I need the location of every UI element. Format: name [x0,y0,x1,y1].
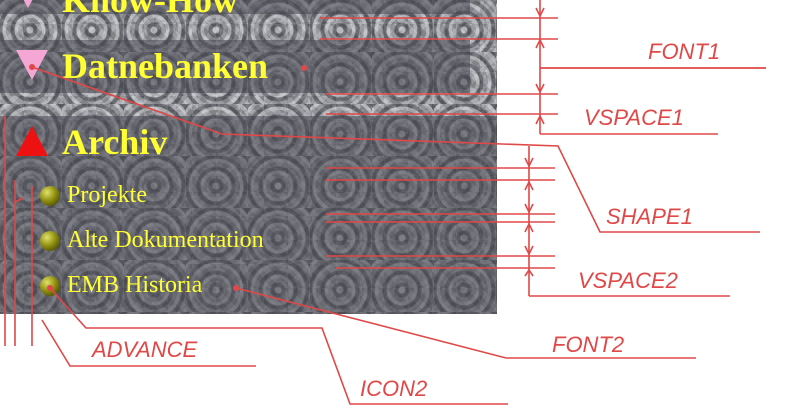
olive-ball-icon [40,231,60,251]
submenu-item-projekte[interactable]: Projekte [67,182,147,208]
menu-item-datnebanken[interactable]: Datnebanken [62,46,269,86]
menu-item-know-how[interactable]: Know-How [62,0,239,20]
annotation-shape1: SHAPE1 [606,204,693,229]
annotation-font1: FONT1 [648,39,721,64]
submenu-item-emb-historia[interactable]: EMB Historia [67,272,203,298]
menu-bar-know-how [0,0,470,14]
annotation-font2: FONT2 [552,332,625,357]
submenu-item-alte-dokumentation[interactable]: Alte Dokumentation [67,227,264,253]
olive-ball-icon [40,186,60,206]
marble-background-panel [0,0,497,314]
menu-bar-archiv [0,116,497,314]
annotation-icon2: ICON2 [360,376,428,401]
red-up-triangle-icon [16,126,48,156]
annotation-advance: ADVANCE [92,337,198,362]
annotation-vspace2: VSPACE2 [578,268,678,293]
annotation-vspace1: VSPACE1 [584,105,684,130]
pink-down-triangle-icon [16,0,40,8]
menu-item-archiv[interactable]: Archiv [62,122,168,162]
